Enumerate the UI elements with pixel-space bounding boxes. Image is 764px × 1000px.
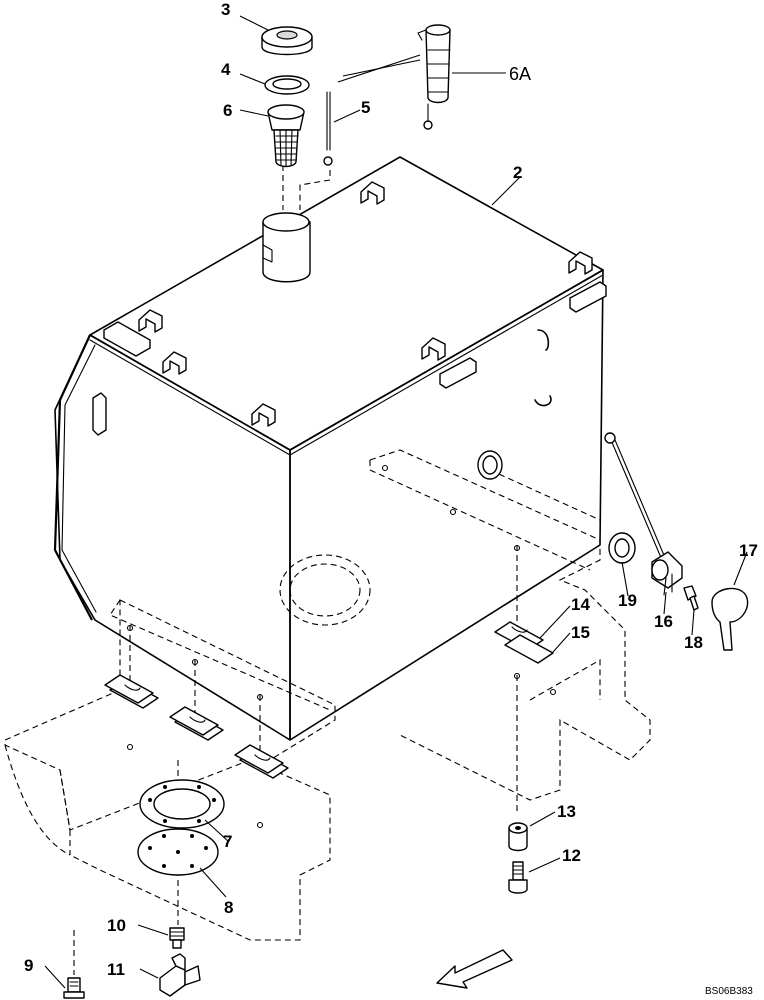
dipstick: [323, 91, 333, 166]
callout-19: 19: [618, 591, 637, 610]
spacer: [508, 822, 528, 852]
callout-7: 7: [223, 832, 232, 851]
callout-18: 18: [684, 633, 703, 652]
drain-valve: [159, 953, 201, 997]
callout-2: 2: [513, 163, 522, 182]
callout-6a: 6A: [509, 64, 531, 84]
breather-cap: [261, 26, 313, 56]
frame-outline: [4, 165, 651, 975]
drawing-number: BS06B383: [705, 986, 753, 997]
flange-gasket: [139, 779, 225, 829]
front-direction-arrow-icon: [436, 949, 513, 989]
mounting-bolt: [508, 861, 528, 894]
bolt: [63, 977, 85, 999]
callout-9: 9: [24, 956, 33, 975]
callout-5: 5: [361, 98, 370, 117]
callout-13: 13: [557, 802, 576, 821]
shim-pads: [104, 621, 554, 779]
callout-16: 16: [654, 612, 673, 631]
cover-plate: [137, 828, 219, 876]
lifting-bracket: [138, 181, 593, 427]
strainer: [267, 104, 305, 168]
callout-4: 4: [221, 60, 231, 79]
callout-12: 12: [562, 846, 581, 865]
callout-15: 15: [571, 623, 590, 642]
filler-neck: [262, 212, 311, 283]
level-gauge: [417, 24, 451, 130]
level-sensor-assembly: [604, 432, 749, 651]
callout-14: 14: [571, 595, 590, 614]
drain-plug: [169, 927, 185, 949]
callout-10: 10: [107, 916, 126, 935]
callout-3: 3: [221, 0, 230, 19]
hydraulic-tank: [53, 156, 607, 741]
callout-labels: 3 4 6 5 6A 2 7 8 9 10 11 12 13 14 15 16 …: [24, 0, 758, 979]
callout-8: 8: [224, 898, 233, 917]
gasket-ring: [264, 75, 310, 95]
callout-6: 6: [223, 101, 232, 120]
callout-11: 11: [107, 960, 125, 979]
callout-17: 17: [739, 541, 758, 560]
leader-lines: [44, 15, 748, 989]
